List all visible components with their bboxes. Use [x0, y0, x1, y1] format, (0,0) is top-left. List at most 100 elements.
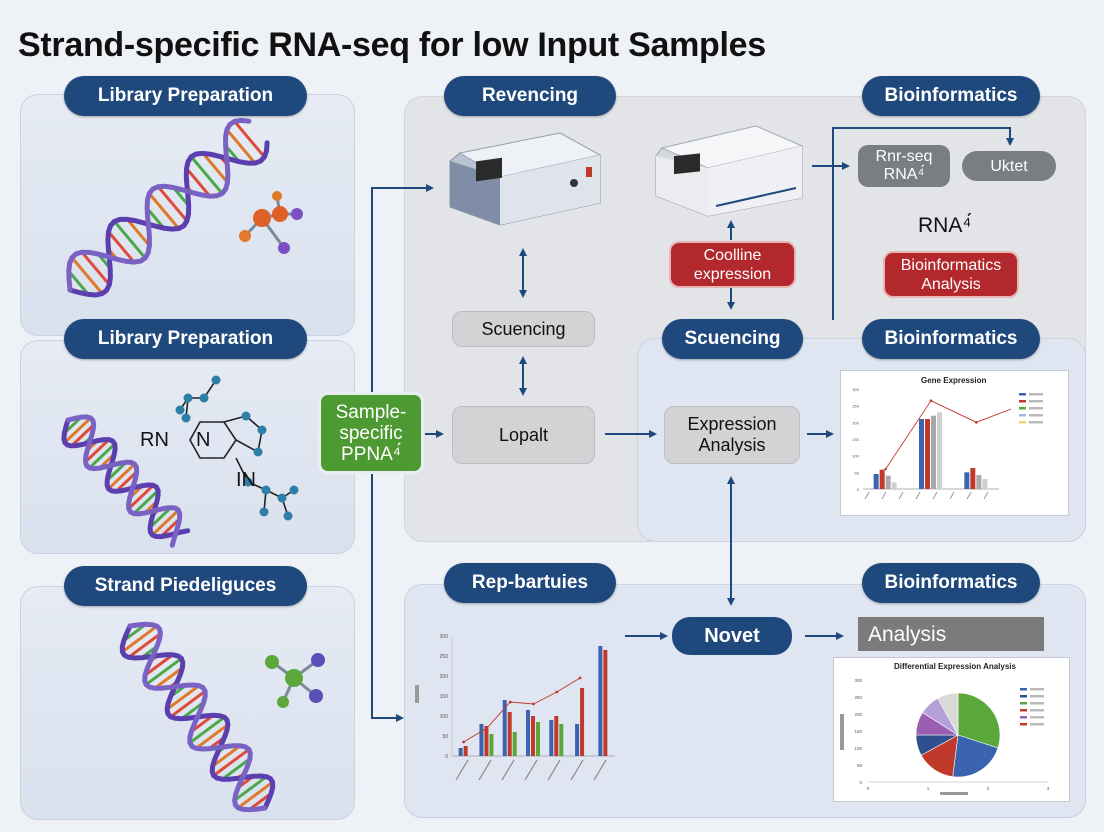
chem-atom [243, 477, 253, 487]
bar [976, 475, 982, 489]
bar [873, 474, 879, 489]
legend-text-bar [1030, 709, 1044, 712]
dna-rung [113, 220, 147, 259]
coolline-expression-box: Coolline expression [669, 241, 796, 288]
chem-label-rn: RN [140, 429, 169, 451]
header-revencing: Revencing [444, 76, 616, 116]
legend-swatch [1020, 688, 1027, 691]
bar [575, 724, 580, 756]
novet-box: Novet [672, 617, 792, 655]
dna-rung [151, 509, 180, 537]
legend-swatch [1019, 393, 1026, 396]
legend-text-bar [1029, 407, 1043, 410]
dna-rung [70, 256, 104, 295]
dna-rung [145, 657, 183, 686]
legend-text-bar [1030, 688, 1044, 691]
legend-swatch [1019, 414, 1026, 417]
bar [463, 746, 468, 756]
bar [982, 479, 988, 489]
bar [598, 646, 603, 756]
header-bioinformatics-3: Bioinformatics [862, 563, 1040, 603]
y-tick-label: 300 [852, 387, 859, 392]
trend-point [975, 421, 978, 424]
legend-swatch [1020, 723, 1027, 726]
x-tick-label [478, 759, 492, 781]
atom [272, 206, 288, 222]
header-strand: Strand Piedeliguces [64, 566, 307, 606]
x-tick-label [949, 491, 955, 500]
chem-atom [199, 393, 209, 403]
arrow-top-loop [832, 127, 1014, 320]
atom [291, 208, 303, 220]
bar [549, 720, 554, 756]
y-tick-label: 50 [855, 470, 860, 475]
legend-swatch [1019, 421, 1026, 424]
x-tick-label [524, 759, 538, 781]
chem-atom [289, 485, 299, 495]
legend-swatch [1019, 407, 1026, 410]
trend-line [885, 400, 1012, 470]
chem-atom [277, 493, 287, 503]
dna-rung [70, 423, 95, 447]
chem-atom [257, 425, 267, 435]
trend-line [463, 677, 581, 743]
bar [512, 732, 517, 756]
dna-rung [153, 666, 184, 690]
dna-rung [132, 489, 160, 515]
dna-rung [233, 120, 266, 158]
header-bioinformatics-2: Bioinformatics [862, 319, 1040, 359]
y-axis-label [415, 685, 419, 703]
legend-text-bar [1030, 716, 1044, 719]
header-scuencing: Scuencing [662, 319, 803, 359]
differential-expression-chart-title: Differential Expression Analysis [894, 662, 1016, 671]
dna-rung [190, 155, 224, 195]
trend-point [462, 740, 466, 744]
dna-strand [66, 117, 252, 293]
arrow-to-revencing [371, 184, 434, 420]
x-tick-label [455, 759, 469, 781]
atom [265, 655, 279, 669]
chem-label-in: IN [236, 469, 256, 491]
dna-rung [63, 416, 92, 444]
dna-rung [221, 757, 251, 781]
legend-swatch [1020, 709, 1027, 712]
dna-rung [127, 632, 162, 659]
bar [919, 419, 924, 489]
rna-label: RNA⁴́ [918, 214, 972, 237]
x-tick-label: 0 [867, 786, 870, 791]
x-tick-label: 3 [1047, 786, 1050, 791]
dna-helix-2 [61, 414, 191, 548]
bar [603, 650, 608, 756]
bar [526, 710, 530, 756]
legend-swatch [1020, 695, 1027, 698]
x-tick-label: 1 [927, 786, 930, 791]
dna-rung [225, 128, 257, 165]
y-tick-label: 0 [857, 487, 860, 492]
y-tick-label: 0 [859, 780, 862, 785]
bar [885, 475, 891, 489]
arrow-to-reports [371, 440, 404, 722]
y-tick-label: 200 [854, 712, 862, 717]
bar [891, 482, 897, 489]
legend-swatch [1020, 702, 1027, 705]
x-tick-label [966, 491, 972, 500]
chem-atom [241, 411, 251, 421]
bar [925, 419, 930, 489]
trend-point [578, 676, 582, 680]
dna-rung [127, 484, 155, 510]
dna-strand [65, 414, 183, 548]
trend-point [485, 726, 489, 730]
header-library-preparation-1: Library Preparation [64, 76, 307, 116]
x-axis-label [940, 792, 968, 795]
dna-rung [211, 744, 242, 768]
dna-strand [127, 621, 268, 813]
bar [879, 469, 885, 489]
sample-specific-box: Sample- specific PPNA⁴́ [318, 392, 424, 474]
header-bioinformatics-1: Bioinformatics [862, 76, 1040, 116]
pie-slice [937, 692, 959, 736]
